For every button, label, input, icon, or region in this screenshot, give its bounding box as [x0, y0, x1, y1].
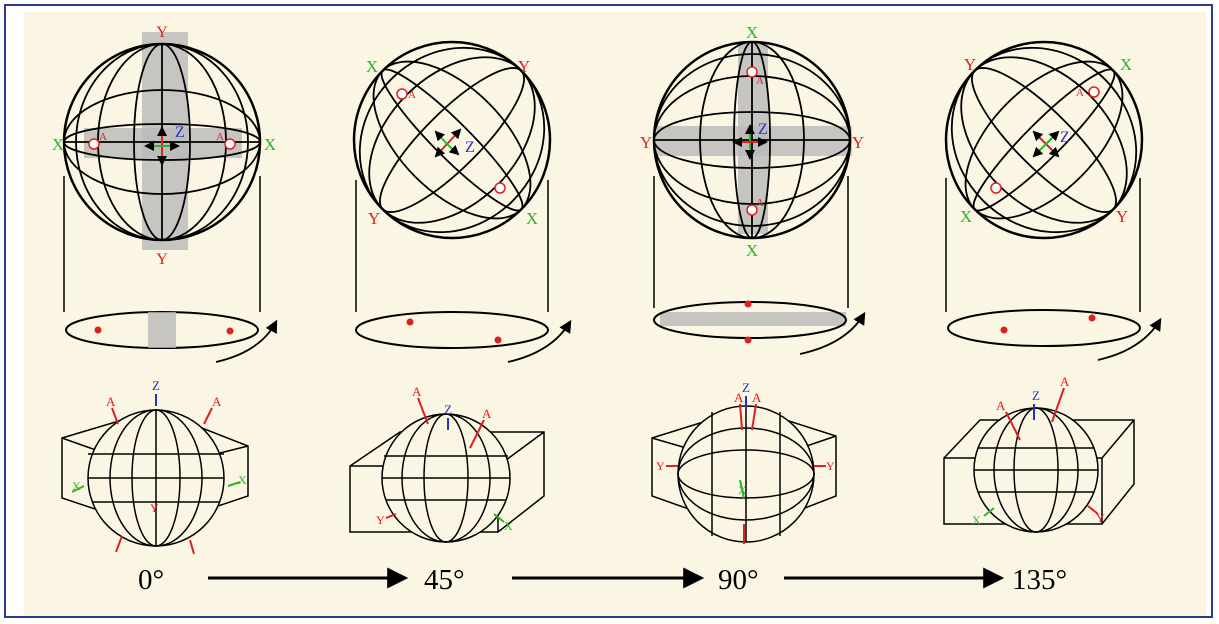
cube-label-z-3: Z [1032, 388, 1040, 403]
projection-3 [945, 178, 1162, 361]
label-pole-a-0b: A [216, 131, 224, 143]
label-y-nw-3: Y [964, 55, 976, 74]
cube-label-x-3: X [972, 513, 981, 527]
label-pole-a-1: A [408, 89, 416, 101]
cube-label-a1-1: A [412, 384, 422, 399]
cube-label-a1-0: A [106, 394, 116, 409]
stereonet-1: X X Y Y Z A [352, 40, 552, 240]
crystal-block-1 [349, 413, 545, 543]
label-y-se-3: Y [1116, 207, 1128, 226]
label-x-north-2: X [746, 23, 758, 42]
label-pole-a-0: A [99, 131, 107, 143]
projection-2 [653, 176, 866, 355]
cube-label-z-2: Z [742, 380, 750, 395]
angle-label-135: 135° [1012, 564, 1068, 596]
label-x-se-1: X [526, 209, 538, 228]
label-y-west-2: Y [640, 133, 652, 152]
label-x-west-0: X [52, 135, 64, 154]
label-y-south-0: Y [156, 251, 168, 268]
cube-label-a2-2: A [752, 390, 762, 405]
cube-label-a2-1: A [482, 406, 492, 421]
label-z-2: Z [758, 121, 768, 138]
angle-label-0: 0° [138, 564, 165, 596]
cube-label-a1-3: A [996, 398, 1006, 413]
stereonet-2: X X Y Y Z A A [640, 23, 864, 260]
stereonet-0: Y Y X X Z A A [52, 24, 276, 268]
cube-label-a2-0: A [212, 394, 222, 409]
label-x-ne-3: X [1120, 55, 1132, 74]
cube-label-y-3: Y [1096, 511, 1105, 525]
crystal-block-2 [651, 405, 837, 543]
crystal-block-0 [61, 409, 249, 547]
cube-label-x-1: X [504, 519, 513, 533]
cube-label-x2-0: X [238, 473, 247, 487]
cube-label-y1-2: Y [656, 459, 665, 473]
label-x-south-2: X [746, 241, 758, 260]
label-z-3: Z [1060, 129, 1070, 146]
cube-label-y-1: Y [376, 513, 385, 527]
cube-label-z-0: Z [152, 378, 160, 393]
label-z-0: Z [175, 124, 185, 141]
label-x-east-0: X [264, 135, 276, 154]
stereonet-3: Y X X Y Z A [944, 40, 1144, 240]
crystal-block-3 [943, 407, 1135, 533]
label-y-ne-1: Y [518, 57, 530, 76]
label-y-east-2: Y [852, 133, 864, 152]
panel-0: Y Y X X Z A A [52, 24, 278, 555]
cube-label-z-1: Z [444, 402, 452, 417]
angle-label-45: 45° [424, 564, 465, 596]
projection-1 [355, 180, 572, 363]
angle-label-90: 90° [718, 564, 759, 596]
panel-1: X X Y Y Z A [349, 40, 572, 543]
label-pole-a-2: A [756, 75, 764, 87]
label-y-north-0: Y [156, 24, 168, 41]
cube-label-x1-0: X [72, 479, 81, 493]
cube-label-a1-2: A [734, 390, 744, 405]
label-x-nw-1: X [366, 57, 378, 76]
cube-label-x-2: X [738, 483, 747, 497]
label-z-1: Z [465, 139, 475, 156]
panel-3: Y X X Y Z A [943, 40, 1162, 533]
panel-2: X X Y Y Z A A [640, 23, 866, 544]
label-pole-a-3: A [1076, 87, 1084, 99]
label-x-sw-3: X [960, 207, 972, 226]
label-pole-a-2b: A [756, 197, 764, 209]
cube-label-a2-3: A [1060, 374, 1070, 389]
cube-label-y-0: Y [150, 501, 159, 515]
cube-label-y2-2: Y [826, 459, 835, 473]
label-y-sw-1: Y [368, 209, 380, 228]
